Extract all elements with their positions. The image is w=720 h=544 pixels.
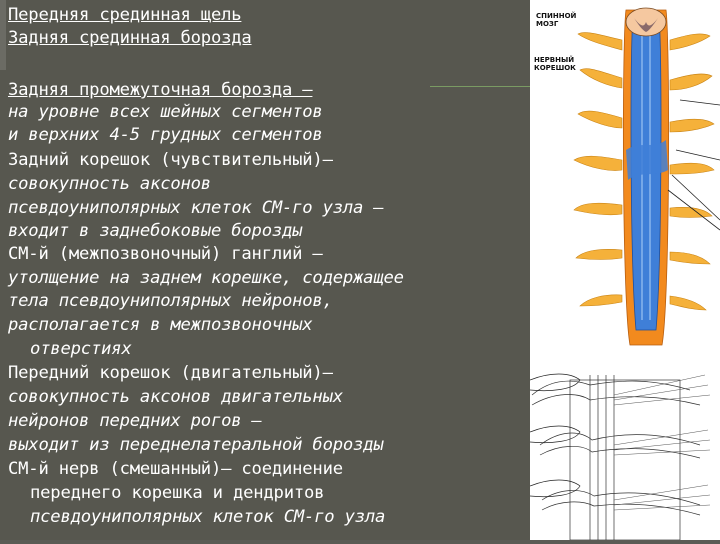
spinal-cord-figure: СПИННОЙ МОЗГ НЕРВНЫЙ КОРЕШОК [529,0,720,541]
text-line-17: нейронов передних рогов – [8,411,262,431]
label-nerve-root: НЕРВНЫЙ КОРЕШОК [534,56,576,72]
spinal-cord-line-drawing [529,373,711,541]
text-line-13: располагается в межпозвоночных [8,315,313,335]
text-line-7: совокупность аксонов [8,174,211,194]
divider-line [430,86,530,87]
accent-bar [0,0,6,70]
text-line-2: Задняя срединная борозда [8,28,252,48]
text-line-9: входит в заднебоковые борозды [8,221,303,241]
text-line-5: и верхних 4-5 грудных сегментов [8,125,323,145]
text-line-19: СМ-й нерв (смешанный)– соединение [8,459,343,479]
text-line-10: СМ-й (межпозвоночный) ганглий – [8,244,323,264]
label-spinal-cord: СПИННОЙ МОЗГ [536,12,577,28]
spinal-cord-illustration [529,7,720,541]
text-line-16: совокупность аксонов двигательных [8,387,343,407]
text-line-12: тела псевдоуниполярных нейронов, [8,291,333,311]
text-panel: Передняя срединная щель Задняя срединная… [0,0,530,527]
text-line-4: на уровне всех шейных сегментов [8,102,323,122]
text-line-21: псевдоуниполярных клеток СМ-го узла [30,507,386,527]
text-line-18: выходит из переднелатеральной борозды [8,435,384,455]
text-line-1: Передняя срединная щель [8,5,242,25]
text-line-6: Задний корешок (чувствительный)– [8,150,333,170]
text-line-14: отверстиях [30,339,132,359]
text-line-15: Передний корешок (двигательный)– [8,363,333,383]
text-line-20: переднего корешка и дендритов [30,483,325,503]
text-line-3: Задняя промежуточная борозда – [8,80,313,100]
spinal-cord-colored-drawing [573,7,720,346]
text-line-8: псевдоуниполярных клеток СМ-го узла – [8,198,384,218]
text-line-11: утолщение на заднем корешке, содержащее [8,268,404,288]
